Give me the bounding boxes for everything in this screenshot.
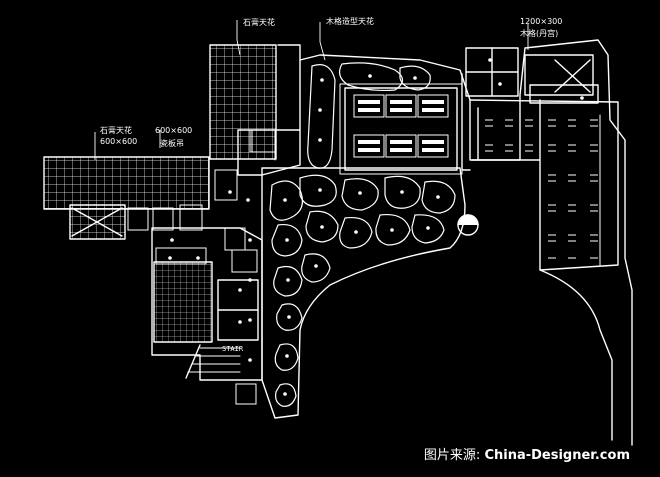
watermark: 图片来源: China-Designer.com xyxy=(424,444,630,463)
wood-grid-ceiling-hall xyxy=(344,87,458,171)
annotation-top-right-size: 1200×300 xyxy=(520,17,562,26)
ceiling-pods xyxy=(269,62,456,407)
annotation-top-middle-ceiling: 木格造型天花 xyxy=(326,16,374,26)
stair-symbol xyxy=(185,344,241,379)
annotation-left-grid-size: 600×600 xyxy=(155,126,192,135)
annotation-left-size: 600×600 xyxy=(100,137,137,146)
annotation-leaders xyxy=(94,20,529,160)
building-outer-wall xyxy=(277,39,633,446)
right-hall-outline xyxy=(469,99,619,441)
annotation-left-ceiling: 石膏天花 xyxy=(100,125,132,135)
service-block-outline xyxy=(151,227,263,381)
top-grid-ceiling-area xyxy=(209,44,277,160)
right-hall-fixtures xyxy=(485,119,598,259)
watermark-prefix: 图片来源: xyxy=(423,448,481,463)
ceiling-lights xyxy=(168,58,584,396)
curved-ceiling-zone xyxy=(261,167,466,419)
annotation-left-material: 瓷板吊 xyxy=(160,138,184,148)
annotation-top-right-material: 木格(丹宫) xyxy=(520,28,558,38)
service-fixtures xyxy=(127,129,276,405)
wood-grid-panels xyxy=(358,100,444,152)
left-grid-ceiling-area xyxy=(43,156,210,210)
central-column-zone xyxy=(237,129,301,176)
annotation-top-left-ceiling: 石膏天花 xyxy=(243,17,275,27)
stair-label: STAIR xyxy=(222,345,244,353)
watermark-site: China-Designer.com xyxy=(484,448,630,463)
service-grid-area xyxy=(153,261,213,343)
